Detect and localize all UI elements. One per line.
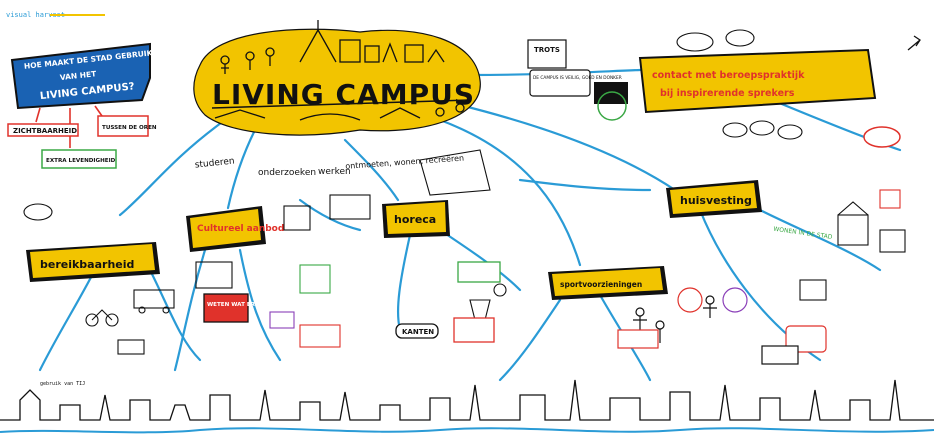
contact-line-2: bij inspirerende sprekers [660,88,795,99]
weten-wat-box [203,293,249,323]
arrow-to-huisvesting [458,103,677,192]
branch-horeca-1 [396,233,412,332]
cultureel-label: Cultureel aanbod [197,224,284,234]
horeca-red-box [453,317,495,343]
subtitle-studeren: studeren [194,156,235,170]
housing-doodles [799,189,906,301]
outcome-tussen-de-oren: TUSSEN DE OREN [102,125,157,131]
green-ring-decoration [597,91,627,121]
branch-horeca-2 [438,228,522,292]
bereikbaarheid-banner: bereikbaarheid [26,242,160,282]
building-icon [339,39,361,63]
outcome-box-levendigheid [41,149,117,169]
train-icon [133,289,175,309]
screen-icon [594,82,628,104]
note-box-trots [527,39,567,69]
horeca-banner: horeca [382,200,450,238]
red-bubble [863,126,901,148]
sportvoorzieningen-banner: sportvoorzieningen [548,266,668,300]
kanten-label: KANTEN [402,328,434,336]
subtitle-onderzoeken: onderzoeken [258,168,316,178]
huisvesting-label: huisvesting [680,194,752,207]
arrow-to-horeca [343,138,400,202]
living-campus-title: LIVING CAMPUS [212,78,475,111]
question-banner: HOE MAAKT DE STAD GEBRUIK VAN HET LIVING… [10,42,154,110]
contact-banner: contact met beroepspraktijk bij inspirer… [638,48,877,114]
credit-text: visual harvest [6,11,65,19]
arrow-to-sport [438,118,582,267]
branch-sport-2 [498,298,562,382]
sport-label: sportvoorzieningen [560,280,642,289]
subtitle-werken: werken [318,167,351,177]
small-arrow-icon [907,35,921,51]
branch-cultuur-1 [238,248,282,362]
campus-doodles [214,20,465,121]
sport-box-2 [761,345,799,365]
branch-cultuur-2 [173,248,207,372]
kanten-box [395,323,439,339]
huis-green-note: WONEN IN DE STAD [773,226,833,241]
sport-note-box [617,329,659,349]
arrow-to-bereikbaarheid [118,118,227,217]
speech-bubble-icon [23,203,53,221]
sport-people-icon [633,287,748,343]
bike-icon [85,313,99,327]
contact-line-1: contact met beroepspraktijk [652,70,805,81]
outcome-box-zichtbaarheid [7,123,79,137]
note-campus-veilig: DE CAMPUS IS VEILIG, GOED EN DONKER [533,75,622,81]
arrow-to-cultureel [226,128,257,210]
note-trots: TROTS [534,46,560,54]
speech-bubble-icon [676,29,803,140]
culture-doodles [195,205,341,348]
living-campus-blob [193,28,481,136]
note-box-veilig [529,69,591,97]
outcome-zichtbaarheid: ZICHTBAARHEID [13,127,77,135]
outcome-extra-levendigheid: EXTRA LEVENDIGHEID [46,158,116,164]
transport-doodles [23,203,175,355]
branch-huis-1 [758,208,882,272]
horeca-green-box [457,261,501,283]
huisvesting-banner: huisvesting [666,180,762,218]
branch-misc-1 [518,178,652,192]
branch-bereik-2 [148,268,202,362]
city-skyline-icon [0,379,934,434]
outcome-box-tussen [97,115,149,137]
horeca-label: horeca [394,213,436,226]
cultureel-aanbod-banner: Cultureel aanbod [186,206,284,252]
question-line-2: VAN HET [59,69,97,82]
reisplanner-note: gebruik van TIJ [40,381,85,387]
bereikbaarheid-label: bereikbaarheid [40,258,134,271]
weten-wat-er-speelt: WETEN WAT ER SPEELT [207,302,279,308]
title-underline [211,99,471,109]
